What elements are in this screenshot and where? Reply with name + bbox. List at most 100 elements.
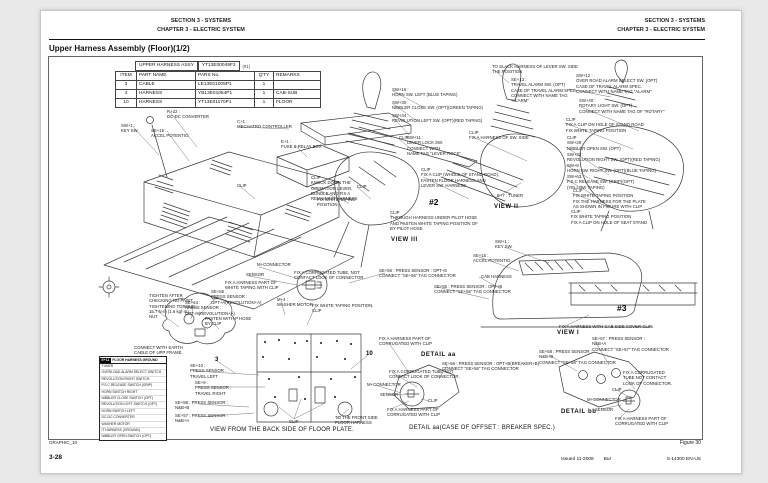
issued-line: Issued 11-2008 Bur — [561, 457, 621, 462]
harness-diagram-art — [98, 59, 698, 423]
callout-label: DETAIL bb — [561, 409, 597, 415]
ground-list-item: HORN SWITCH LEFT — [100, 409, 166, 416]
revision-code: Bur — [603, 457, 612, 462]
callout-label: VIEW III — [391, 237, 418, 243]
callout-label: CLIP KNOCK DOWN THE OPERATION LEVER, BUN… — [311, 175, 358, 202]
cell-remarks — [273, 80, 321, 90]
cell-remarks: CAB-SUB — [273, 89, 321, 99]
callout-label: SW+1 : KEY SW. — [495, 239, 513, 250]
assy-note: (#1) — [242, 63, 250, 69]
callout-label: SE+9 : PRESS SENSOR : TRAVEL RIGHT — [195, 380, 232, 396]
page-header-right: SECTION 3 - SYSTEMS CHAPTER 3 - ELECTRIC… — [617, 17, 705, 34]
callout-label: VIEW FROM THE BACK SIDE OF FLOOR PLATE. — [210, 427, 354, 433]
callout-label: CLIP — [428, 398, 438, 403]
document-page: SECTION 3 - SYSTEMS CHAPTER 3 - ELECTRIC… — [40, 10, 742, 474]
callout-label: CLIP THROUGH HARNESS UNDER PILOT HOSE AN… — [390, 210, 478, 232]
callout-label: SW+1 : KEY SW. — [121, 123, 139, 134]
ground-title: FLOOR HARNESS GROUND — [112, 358, 158, 362]
graphic-ref: GRAPHIC_10 — [49, 440, 78, 445]
header-chapter: CHAPTER 3 - ELECTRIC SYSTEM — [157, 26, 245, 33]
ground-list-item: DC-DC CONVERTER — [100, 415, 166, 422]
callout-label: FIX A HARNESS PART OF CORRUGATED WITH CL… — [615, 416, 669, 427]
cell-pars-no: LE13E01005P1 — [195, 80, 255, 90]
ground-list-item: REVOLUTION RIGHT SWITCH — [100, 377, 166, 384]
callout-label: CLIP FIX A CLIP (WHOLE OF STAND ROAD), F… — [421, 167, 500, 189]
assy-header-row: UPPER HARNESS ASSY YT13E00049F2 (#1) — [135, 61, 321, 71]
callout-label: SE+15 : ACCEL POTENTIO. — [151, 128, 190, 139]
callout-label: SE+56 : PRESS SENSOR : OPT+5 CONNECT "SE… — [379, 268, 456, 279]
orientation-icon — [98, 276, 120, 298]
ground-list-item: IT HARNESS (GROUND) — [100, 428, 166, 435]
cell-part-name: CABLE — [136, 80, 196, 90]
leader-lines — [132, 68, 640, 420]
callout-label: FIX A HARNESS PART OF CORRUGATED WITH CL… — [387, 407, 441, 418]
callout-label: SE+13 : TRAVEL ALARM SW. (OPT) CASE OF T… — [511, 77, 578, 104]
callout-label: CLIP — [612, 387, 622, 392]
callout-label: M+CONNECTOR — [367, 382, 401, 387]
cell-pars-no: YB13E01054P1 — [195, 89, 255, 99]
cell-qty: 1 — [254, 89, 274, 99]
callout-label: FIX WHITE TAPING POSITION — [317, 197, 356, 208]
callout-label: VIEW II — [494, 204, 519, 210]
callout-label: E+7 : TUNER — [497, 193, 524, 198]
callout-label: R+22 : DC-DC CONVERTER — [167, 109, 209, 120]
callout-label: CLIP FIX A HARNESS OF SW. SIDE — [469, 130, 529, 141]
callout-label: FIX A HARNESS PART OF WHITE TAPING WITH … — [225, 280, 279, 291]
callout-label: SENSOR — [595, 407, 614, 412]
callout-label: SE+10 : PRESS SENSOR : TRAVEL LEFT — [190, 363, 227, 379]
callout-label: SE+55 : PRESS SENSOR : OPT+A(REVOLUTION+… — [211, 289, 262, 305]
header-section: SECTION 3 - SYSTEMS — [170, 18, 232, 24]
callout-label: SE+55 : PRESS SENSOR : OPT+B CONNECT "SE… — [434, 284, 511, 295]
callout-label: SW+63 : P.S.C RELEASE SW. (GRIP)(OPT) (Y… — [567, 174, 635, 190]
parts-table: UPPER HARNESS ASSY YT13E00049F2 (#1) ITE… — [115, 61, 321, 108]
callout-label: FIX A CORRUGATED TUBE NOT CONTACT LOOK O… — [623, 370, 673, 386]
callout-label: CLIP FIX WHITE TAPING POSITION FIX A CLI… — [571, 209, 648, 225]
ground-badge: E+11 — [100, 357, 111, 363]
doc-number: S-14300 EN-US — [666, 457, 701, 462]
ground-list-item: NIBBLER OPEN SWITCH (OPT) — [101, 434, 152, 439]
ground-list-item: REVOLUTION LEFT SWITCH (OPT) — [100, 402, 166, 409]
cell-item: 4 — [115, 89, 137, 99]
issued-date: Issued 11-2008 — [561, 457, 594, 462]
callout-label: FIX A CORRUGATED TUBE, NOT CONTACT LOOK … — [294, 270, 365, 281]
callout-label: 3 — [215, 357, 219, 363]
cell-qty: 1 — [254, 98, 274, 108]
parts-grid: ITEM PART NAME PARS No. Q'TY REMARKS 3 C… — [115, 71, 321, 108]
figure-ref: Figure 30 — [679, 440, 701, 446]
col-qty: Q'TY — [254, 71, 274, 81]
cell-item: 10 — [115, 98, 137, 108]
page-title: Upper Harness Assembly (Floor)(1/2) — [49, 44, 190, 53]
callout-label: SW+8 : HORN SW. RIGHT SW. (OPT)(BLUE TAP… — [567, 163, 657, 174]
callout-label: CLIP FIX A CLIP ON HOLE OF STAND ROAD FI… — [566, 117, 644, 133]
callout-label: CONNECT WITH EARTH CABLE OF UPP FRAME. — [134, 345, 184, 356]
callout-label: M+4 : WASHER MOTOR — [277, 297, 313, 308]
ground-box-header: E+11 FLOOR HARNESS GROUND — [100, 357, 166, 364]
cell-qty: 1 — [254, 80, 274, 90]
table-header-row: ITEM PART NAME PARS No. Q'TY REMARKS — [115, 71, 321, 81]
header-rule — [49, 39, 705, 40]
callout-label: 10 — [366, 351, 373, 357]
callout-label: SE+57 : PRESS SENSOR : N&B+A CONNECT "SE… — [592, 336, 669, 352]
table-row: 3 CABLE LE13E01005P1 1 — [115, 80, 321, 90]
callout-label: FIX A HARNESS PART OF CORRUGATED WITH CL… — [379, 336, 433, 347]
callout-label: CAB HARNESS — [481, 274, 512, 279]
callout-label: SENSOR — [380, 392, 399, 397]
callout-label: SE+57 : PRESS SENSOR : N&B+A — [175, 413, 228, 424]
callout-label: SW+34 : REVOLUTION LEFT SW. (OPT)(RED TA… — [392, 113, 483, 124]
callout-label: TO THE FRONT SIDE FLOOR HARNESS — [335, 415, 378, 426]
callout-label: M+CONNECTOR — [587, 397, 621, 402]
cell-pars-no: YT13E01170P1 — [195, 98, 255, 108]
ground-list-item: HORN SWITCH RIGHT — [100, 390, 166, 397]
callout-label: CLIP FIX WHITE TAPING POSITION FIX THE H… — [573, 188, 646, 210]
callout-label: DETAIL aa(CASE OF OFFSET : BREAKER SPEC.… — [409, 425, 555, 431]
callout-label: TO SLACK HARNESS OF LEVER SW. SIDE THE P… — [492, 64, 578, 75]
callout-label: FIX A HARNESS WITH CAB SIDE COVER CLIP — [559, 324, 652, 329]
callout-label: SW+40 : ROTARY LIGHT SW. (OPT) CONNECT W… — [579, 98, 665, 114]
col-remarks: REMARKS — [273, 71, 321, 81]
cell-item: 3 — [115, 80, 137, 90]
callout-label: CLIP SW+29 : NIBBLER OPEN SW. (OPT) — [567, 135, 621, 151]
callout-label: SW+12 : OVER ROAD ALARM SELECT SW. (OPT)… — [576, 73, 658, 95]
